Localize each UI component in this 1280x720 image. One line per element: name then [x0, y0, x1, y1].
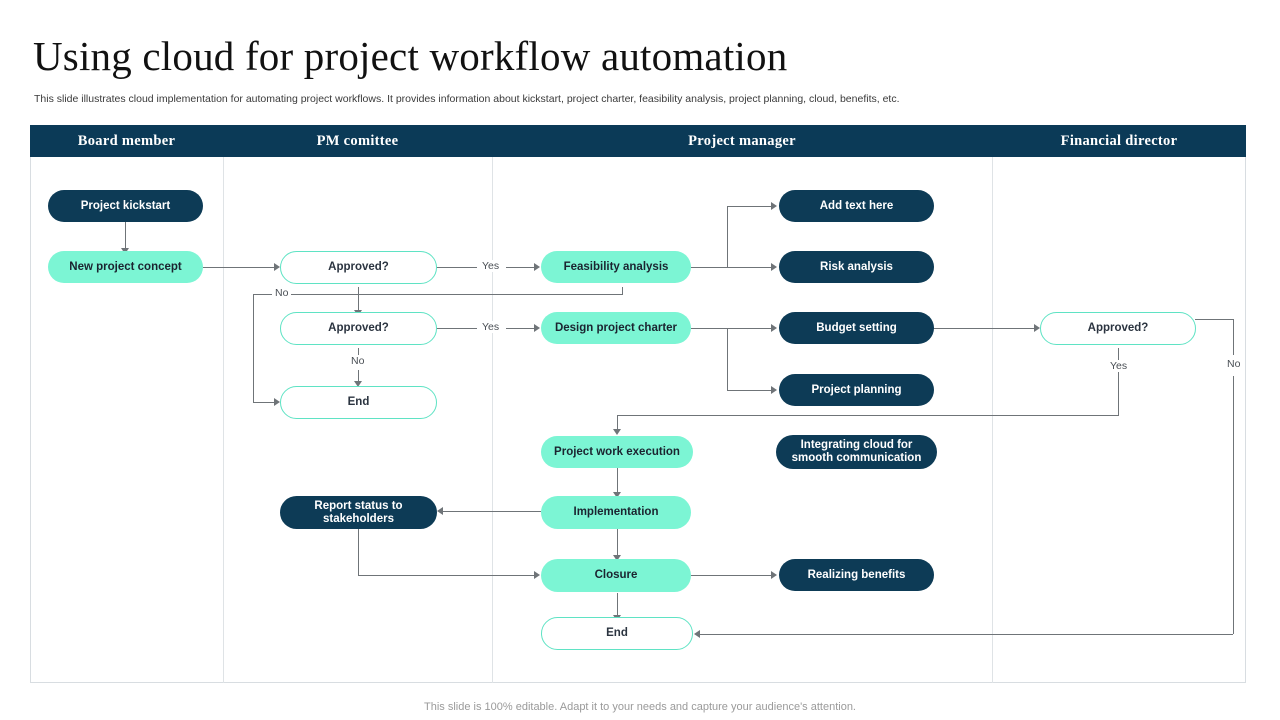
connector-fd-no-v-a	[1233, 319, 1234, 355]
arrowhead-approved1	[274, 263, 280, 271]
node-end-final[interactable]: End	[541, 617, 693, 650]
connector-report-to-closure	[358, 575, 537, 576]
arrowhead-report-status	[437, 507, 443, 515]
node-integrating-cloud[interactable]: Integrating cloud for smooth communicati…	[776, 435, 937, 469]
node-budget-setting[interactable]: Budget setting	[779, 312, 934, 344]
node-risk-analysis[interactable]: Risk analysis	[779, 251, 934, 283]
connector-impl-to-report	[443, 511, 541, 512]
node-feasibility-analysis[interactable]: Feasibility analysis	[541, 251, 691, 283]
arrowhead-planning	[771, 386, 777, 394]
connector-feasibility-branch-v	[727, 206, 728, 268]
slide-footer-note: This slide is 100% editable. Adapt it to…	[424, 701, 856, 713]
connector-report-down	[358, 529, 359, 575]
column-header-pm-comittee: PM comittee	[316, 133, 399, 149]
node-project-kickstart[interactable]: Project kickstart	[48, 190, 203, 222]
arrowhead-add-text	[771, 202, 777, 210]
node-implementation[interactable]: Implementation	[541, 496, 691, 529]
connector-approved1-no-v	[253, 294, 254, 402]
connector-feasibility-back	[310, 294, 623, 295]
connector-to-risk-analysis	[727, 267, 773, 268]
connector-to-planning	[727, 390, 773, 391]
arrowhead-charter	[534, 324, 540, 332]
connector-budget-to-approved-fd	[933, 328, 1037, 329]
connector-charter-branch-v	[727, 328, 728, 390]
connector-closure-to-end	[617, 593, 618, 617]
connector-into-approved2	[358, 294, 359, 314]
connector-charter-branch-h	[691, 328, 727, 329]
arrowhead-end-pm-2	[354, 381, 362, 387]
connector-concept-to-approved1	[203, 267, 275, 268]
connector-feasibility-down	[622, 287, 623, 295]
lane-divider-3	[992, 157, 993, 683]
node-realizing-benefits[interactable]: Realizing benefits	[779, 559, 934, 591]
node-approved-1[interactable]: Approved?	[280, 251, 437, 284]
connector-fd-no-h-top	[1195, 319, 1233, 320]
edge-label-no-fd: No	[1224, 358, 1244, 370]
connector-fd-yes-b	[1118, 372, 1119, 415]
connector-to-add-text	[727, 206, 773, 207]
page-subtitle: This slide illustrates cloud implementat…	[34, 93, 900, 105]
edge-label-yes-fd: Yes	[1107, 360, 1131, 372]
flowchart-board	[30, 125, 1246, 683]
connector-approved2-yes-a	[437, 328, 477, 329]
arrowhead-budget	[771, 324, 777, 332]
connector-approved1-yes-a	[437, 267, 477, 268]
connector-approved1-yes-b	[506, 267, 538, 268]
node-approved-financial[interactable]: Approved?	[1040, 312, 1196, 345]
connector-fd-yes-a	[1118, 348, 1119, 360]
node-new-project-concept[interactable]: New project concept	[48, 251, 203, 283]
column-header-project-manager: Project manager	[688, 133, 796, 149]
connector-impl-to-closure	[617, 529, 618, 557]
swimlane-header-bar	[30, 125, 1246, 157]
arrowhead-risk-analysis	[771, 263, 777, 271]
column-header-board-member: Board member	[77, 133, 176, 149]
connector-fd-no-v-b	[1233, 376, 1234, 634]
arrowhead-closure	[613, 555, 621, 561]
connector-to-budget	[727, 328, 773, 329]
lane-divider-1	[223, 157, 224, 683]
page-title: Using cloud for project workflow automat…	[33, 33, 788, 79]
connector-into-work-exec	[617, 415, 618, 432]
connector-work-to-impl	[617, 468, 618, 494]
connector-closure-to-benefits	[691, 575, 773, 576]
node-add-text-here[interactable]: Add text here	[779, 190, 934, 222]
connector-approved1-no-h	[253, 294, 359, 295]
node-report-status[interactable]: Report status to stakeholders	[280, 496, 437, 529]
connector-approved2-no-b	[358, 370, 359, 384]
arrowhead-approved-fd	[1034, 324, 1040, 332]
arrowhead-closure-left	[534, 571, 540, 579]
connector-fd-no-to-end	[700, 634, 1233, 635]
arrowhead-feasibility	[534, 263, 540, 271]
connector-feasibility-branch-h	[691, 267, 727, 268]
node-project-work-execution[interactable]: Project work execution	[541, 436, 693, 468]
node-design-project-charter[interactable]: Design project charter	[541, 312, 691, 344]
node-end-pm[interactable]: End	[280, 386, 437, 419]
edge-label-yes-2: Yes	[479, 321, 503, 333]
connector-approved2-yes-b	[506, 328, 538, 329]
connector-fd-yes-h	[617, 415, 1119, 416]
connector-kickstart-to-concept	[125, 222, 126, 250]
edge-label-yes-1: Yes	[479, 260, 503, 272]
edge-label-no-1: No	[272, 287, 292, 299]
arrowhead-implementation	[613, 492, 621, 498]
node-project-planning[interactable]: Project planning	[779, 374, 934, 406]
connector-no-to-end-h	[253, 402, 277, 403]
connector-approved2-no-a	[358, 348, 359, 360]
lane-divider-2	[492, 157, 493, 683]
node-approved-2[interactable]: Approved?	[280, 312, 437, 345]
edge-label-no-2: No	[348, 355, 368, 367]
arrowhead-end-pm	[274, 398, 280, 406]
arrowhead-end-final-right	[694, 630, 700, 638]
arrowhead-work-exec	[613, 429, 621, 435]
arrowhead-realizing-benefits	[771, 571, 777, 579]
column-header-financial-director: Financial director	[1060, 133, 1178, 149]
node-closure[interactable]: Closure	[541, 559, 691, 592]
